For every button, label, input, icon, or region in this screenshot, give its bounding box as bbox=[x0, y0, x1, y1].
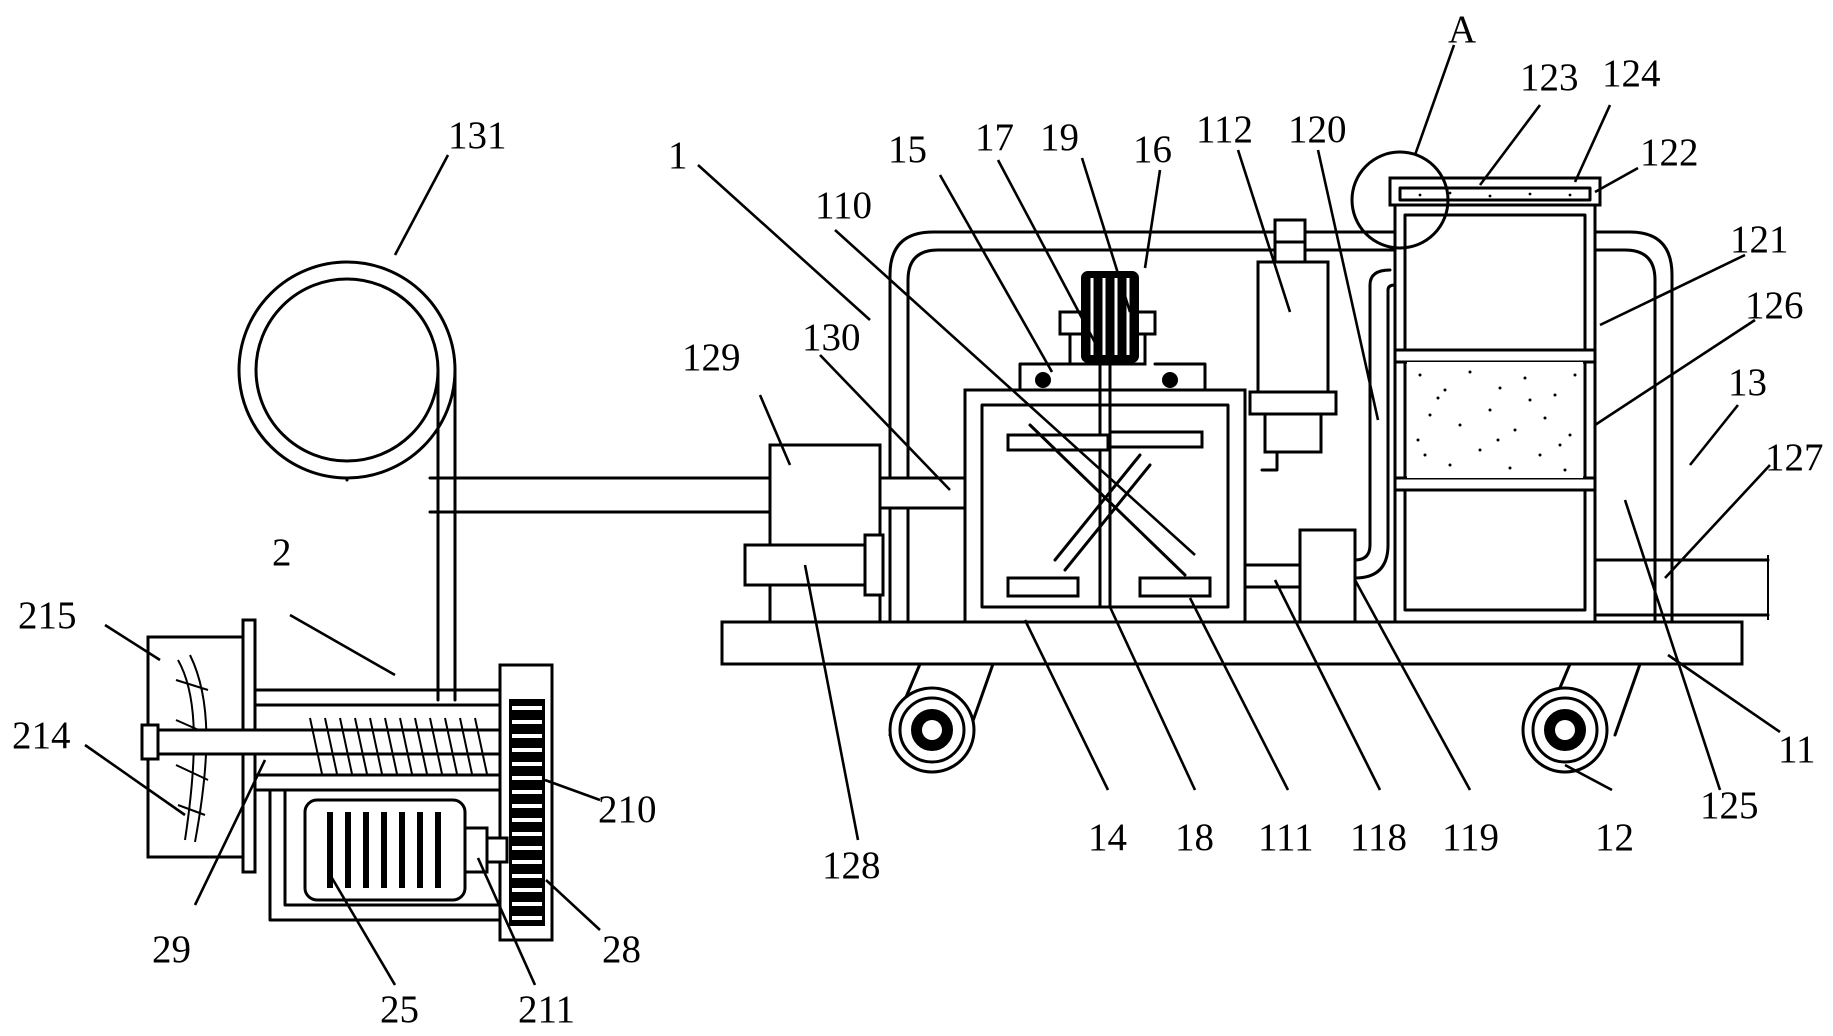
label-28: 28 bbox=[602, 928, 641, 971]
label-29: 29 bbox=[152, 928, 191, 971]
label-11: 11 bbox=[1778, 728, 1816, 771]
detail-circle-a bbox=[1350, 150, 1450, 250]
upper-paddle bbox=[1006, 433, 1110, 452]
drive-shaft bbox=[140, 728, 514, 756]
suction-assembly bbox=[140, 260, 772, 942]
stirring-motor bbox=[1081, 271, 1139, 363]
label-130: 130 bbox=[802, 316, 861, 359]
handle-frame bbox=[888, 230, 1397, 624]
filter-texture bbox=[1416, 370, 1577, 472]
label-17: 17 bbox=[975, 116, 1014, 159]
label-127: 127 bbox=[1765, 436, 1824, 479]
motor-frame bbox=[268, 788, 502, 922]
label-110: 110 bbox=[815, 184, 872, 227]
base-plate bbox=[720, 620, 1744, 666]
label-120: 120 bbox=[1288, 108, 1347, 151]
riser-pipe bbox=[1353, 268, 1392, 562]
label-215: 215 bbox=[18, 594, 77, 637]
drain-pipe bbox=[1593, 558, 1770, 617]
label-18: 18 bbox=[1175, 816, 1214, 859]
label-125: 125 bbox=[1700, 784, 1759, 827]
label-129: 129 bbox=[682, 336, 741, 379]
bolt bbox=[1035, 372, 1051, 388]
hose-line bbox=[428, 476, 772, 514]
label-122: 122 bbox=[1640, 131, 1699, 174]
label-124: 124 bbox=[1602, 52, 1661, 95]
label-111: 111 bbox=[1258, 816, 1314, 859]
label-121: 121 bbox=[1730, 218, 1789, 261]
outlet-pipe bbox=[1243, 563, 1307, 589]
label-128: 128 bbox=[822, 844, 881, 887]
label-211: 211 bbox=[518, 988, 575, 1031]
label-210: 210 bbox=[598, 788, 657, 831]
agitator-shaft bbox=[1098, 358, 1112, 609]
handle-frame-right bbox=[1593, 230, 1674, 624]
label-131: 131 bbox=[448, 114, 507, 157]
label-25: 25 bbox=[380, 988, 419, 1031]
part-labels: 131 1 110 15 17 19 16 112 120 A 123 124 … bbox=[12, 8, 1824, 1031]
label-16: 16 bbox=[1133, 128, 1172, 171]
filter-medium bbox=[1407, 362, 1583, 478]
label-126: 126 bbox=[1745, 284, 1804, 327]
spring-coil bbox=[309, 717, 488, 775]
label-1: 1 bbox=[668, 134, 688, 177]
label-a: A bbox=[1448, 8, 1476, 51]
label-118: 118 bbox=[1350, 816, 1407, 859]
label-119: 119 bbox=[1442, 816, 1499, 859]
label-123: 123 bbox=[1520, 56, 1579, 99]
label-15: 15 bbox=[888, 128, 927, 171]
fan-blade bbox=[177, 659, 195, 841]
hose-coil bbox=[237, 260, 457, 702]
valve-box bbox=[1298, 528, 1357, 624]
label-2: 2 bbox=[272, 531, 292, 574]
main-cart bbox=[720, 150, 1770, 774]
screw-barrel bbox=[253, 688, 502, 792]
label-19: 19 bbox=[1040, 116, 1079, 159]
leader-lines bbox=[84, 44, 1781, 986]
lower-paddle bbox=[1006, 576, 1080, 598]
pump-block bbox=[768, 443, 882, 624]
label-12: 12 bbox=[1595, 816, 1634, 859]
label-14: 14 bbox=[1088, 816, 1127, 859]
label-13: 13 bbox=[1728, 361, 1767, 404]
wheel-left bbox=[888, 662, 995, 774]
label-214: 214 bbox=[12, 714, 71, 757]
wheel-right bbox=[1521, 662, 1642, 774]
dosing-pump bbox=[1256, 260, 1330, 394]
label-112: 112 bbox=[1196, 108, 1253, 151]
